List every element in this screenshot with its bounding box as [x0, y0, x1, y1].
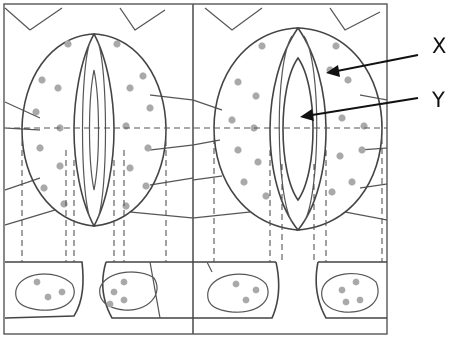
label-x: X	[432, 34, 446, 58]
label-y: Y	[431, 88, 445, 112]
